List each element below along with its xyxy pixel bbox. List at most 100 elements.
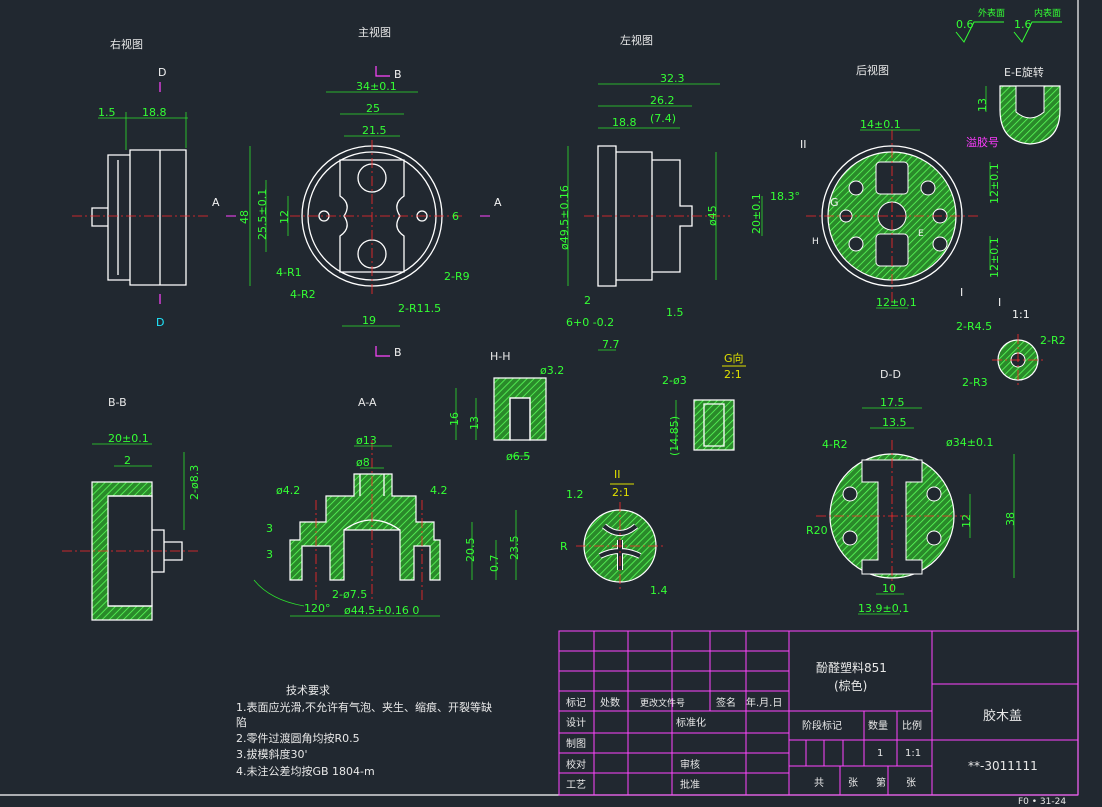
dim-26-2: 26.2 — [650, 94, 675, 107]
role-check: 校对 — [566, 758, 586, 771]
dim-bb-2: 2 — [124, 454, 131, 467]
note-1b: 陷 — [236, 715, 247, 729]
dim-dd-10: 10 — [882, 582, 896, 595]
dim-18-8-l: 18.8 — [612, 116, 637, 129]
dim-32-3: 32.3 — [660, 72, 685, 85]
dim-12-c: 12±0.1 — [876, 296, 917, 309]
role-standard: 标准化 — [676, 716, 706, 729]
role-process: 工艺 — [566, 779, 586, 791]
dim-phi-45: ø45 — [706, 205, 719, 226]
label-e: E — [918, 229, 924, 239]
label-4-r2: 4-R2 — [290, 288, 316, 301]
label-r20: R20 — [806, 524, 828, 537]
dim-phi-34: ø34±0.1 — [946, 436, 993, 449]
dim-18-8: 18.8 — [142, 106, 167, 119]
dim-dd-12: 12 — [960, 514, 973, 528]
dim-13-5: 13.5 — [882, 416, 907, 429]
main-view-title: 主视图 — [358, 25, 391, 39]
roughness-label-1: 外表面 — [978, 7, 1005, 19]
dim-7-7: 7.7 — [602, 338, 620, 351]
format-code: F0 • 31-24 — [1018, 797, 1066, 807]
rev-col-count: 处数 — [600, 696, 620, 709]
dim-14: 14±0.1 — [860, 118, 901, 131]
dim-phi-13: ø13 — [356, 434, 377, 447]
scale-label: 比例 — [902, 719, 922, 732]
label-2-r9: 2-R9 — [444, 270, 470, 283]
section-d-bottom: D — [156, 316, 164, 329]
section-a-left: A — [212, 196, 220, 209]
dim-2-phi-7-5: 2-ø7.5 — [332, 588, 367, 601]
label-2-r3: 2-R3 — [962, 376, 988, 389]
technical-notes: 技术要求 1.表面应光滑,不允许有气泡、夹生、缩痕、开裂等缺 陷 2.零件过渡圆… — [236, 684, 492, 778]
dim-14-85: (14.85) — [668, 416, 681, 456]
detail-i: I 1:1 2-R4.5 2-R2 2-R3 — [956, 296, 1066, 389]
rear-view: 后视图 14±0.1 II 溢胶号 18.3° G 20±0.1 H E 12±… — [750, 63, 1001, 309]
dim-13-9: 13.9±0.1 — [858, 602, 909, 615]
role-review: 审核 — [680, 758, 700, 771]
role-draw: 制图 — [566, 737, 586, 750]
dim-19: 19 — [362, 314, 376, 327]
section-a-right: A — [494, 196, 502, 209]
dim-48: 48 — [238, 210, 251, 224]
notes-title: 技术要求 — [286, 684, 330, 697]
dim-4-2: 4.2 — [430, 484, 448, 497]
dim-21-5: 21.5 — [362, 124, 387, 137]
dim-20-5: 20.5 — [464, 538, 477, 563]
note-3: 3.拔模斜度30' — [236, 747, 308, 761]
scale-value: 1:1 — [905, 748, 921, 759]
right-view: 右视图 D D 1.5 18.8 — [72, 37, 210, 329]
section-b-top: B — [394, 68, 402, 81]
title-block: 标记 处数 更改文件号 签名 年.月.日 设计 制图 校对 工艺 标准化 审核 … — [558, 630, 1079, 807]
detail-ii-scale: 2:1 — [612, 486, 630, 499]
rev-col-sign: 签名 — [716, 696, 736, 709]
dim-2-phi-3: 2-ø3 — [662, 374, 687, 387]
detail-i-title: I — [998, 296, 1001, 309]
dim-phi-44-5: ø44.5+0.16 0 — [344, 604, 419, 617]
detail-ii-title: II — [614, 468, 621, 481]
dim-12-a: 12±0.1 — [988, 163, 1001, 204]
g-view: G向 2:1 2-ø3 (14.85) — [662, 351, 746, 456]
dim-2-phi-8-3: 2-ø8.3 — [188, 465, 201, 500]
label-i: I — [960, 286, 963, 299]
dim-dd-38: 38 — [1004, 512, 1017, 526]
dim-6-tol: 6+0 -0.2 — [566, 316, 614, 329]
label-h: H — [812, 237, 819, 247]
label-2-r4-5: 2-R4.5 — [956, 320, 992, 333]
g-title: G向 — [724, 351, 744, 365]
drawing-number: **-3011111 — [968, 759, 1038, 773]
dim-18-3: 18.3° — [770, 190, 800, 203]
detail-ii: II 2:1 1.2 R 1.4 — [560, 468, 668, 597]
rear-view-title: 后视图 — [856, 63, 889, 77]
label-ii: II — [800, 138, 807, 151]
roughness-value-1: 0.6 — [956, 18, 974, 31]
g-scale: 2:1 — [724, 368, 742, 381]
dim-phi-4-2: ø4.2 — [276, 484, 300, 497]
note-1: 1.表面应光滑,不允许有气泡、夹生、缩痕、开裂等缺 — [236, 700, 492, 714]
sheet-no: 第 — [876, 776, 886, 789]
dim-12: 12 — [278, 210, 291, 224]
dim-ee-13: 13 — [976, 98, 989, 112]
roughness: 0.6 外表面 1.6 内表面 — [955, 7, 1062, 43]
stage-label: 阶段标记 — [802, 719, 842, 732]
roughness-label-2: 内表面 — [1034, 7, 1061, 19]
ee-section: E-E旋转 13 — [976, 65, 1061, 145]
dim-2: 2 — [584, 294, 591, 307]
ee-title: E-E旋转 — [1004, 65, 1044, 79]
hh-section: H-H ø3.2 16 13 ø6.5 — [448, 350, 564, 463]
dim-phi-49-5: ø49.5±0.16 — [558, 185, 571, 250]
dim-12-b: 12±0.1 — [988, 237, 1001, 278]
sheet-total-unit: 张 — [848, 777, 858, 789]
dim-phi-8: ø8 — [356, 456, 370, 469]
aa-title: A-A — [358, 396, 377, 409]
left-view: 左视图 32.3 26.2 18.8 (7.4) ø49.5±0.16 ø45 … — [558, 33, 730, 351]
dim-6: 6 — [452, 210, 459, 223]
dim-25: 25 — [366, 102, 380, 115]
roughness-value-2: 1.6 — [1014, 18, 1032, 31]
left-view-title: 左视图 — [620, 33, 653, 47]
dim-1-5: 1.5 — [98, 106, 116, 119]
rev-col-date: 年.月.日 — [746, 696, 782, 709]
dim-phi-6-5: ø6.5 — [506, 450, 530, 463]
dim-34: 34±0.1 — [356, 80, 397, 93]
dim-17-5: 17.5 — [880, 396, 905, 409]
